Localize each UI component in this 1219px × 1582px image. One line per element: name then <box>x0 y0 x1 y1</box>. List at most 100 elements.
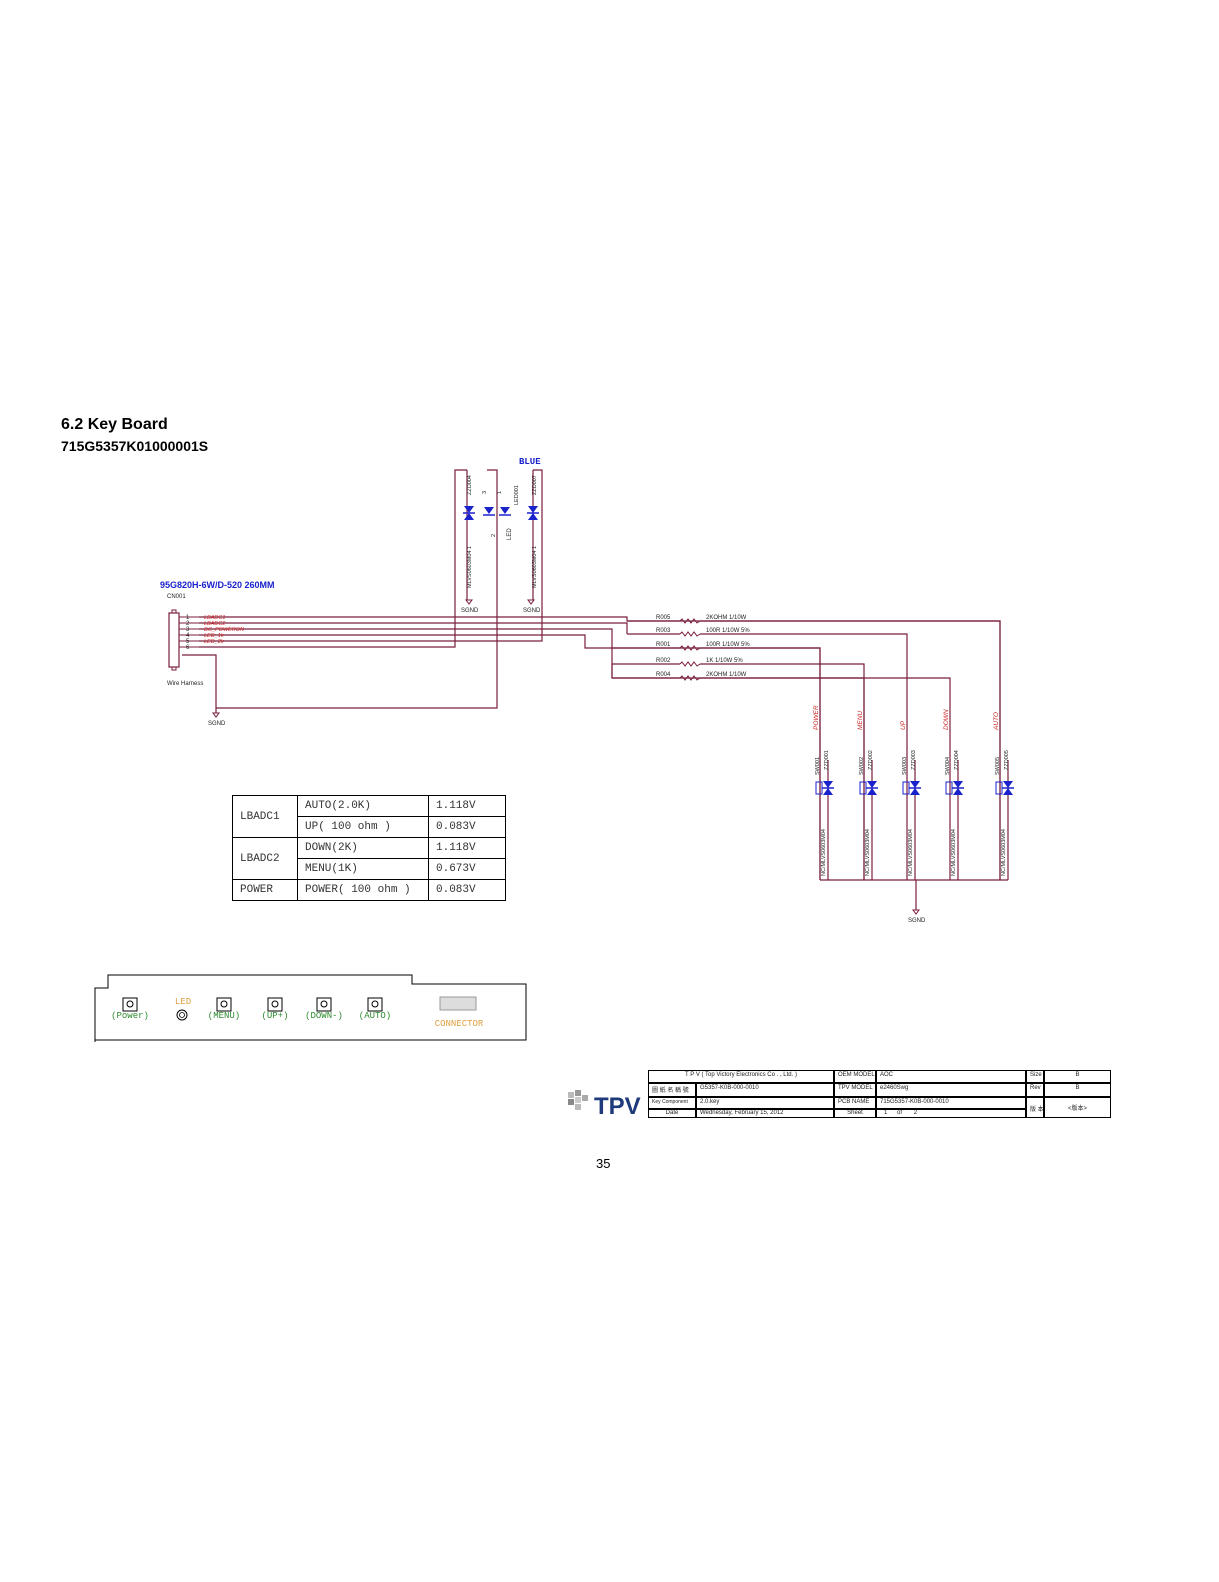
date-value: Wednesday, February 15, 2012 <box>696 1109 834 1118</box>
harness-label: Wire Harness <box>167 681 203 687</box>
resistor-value: 2KOHM 1/10W <box>706 672 747 678</box>
rev-value: B <box>1044 1083 1111 1097</box>
cable-label: 95G820H-6W/D-520 260MM <box>160 580 275 590</box>
wire-lbadc1-b <box>199 622 628 634</box>
led001-ref: LED001 <box>514 485 520 505</box>
pcb-name: 715G5357-K0B-000-0010 <box>876 1097 1026 1109</box>
zd004-ref: ZZD004 <box>467 475 473 495</box>
wire-led-common <box>216 522 498 709</box>
resistor-wire-out <box>700 677 951 880</box>
zd004-part: MLVS0603M04 1 <box>467 546 473 588</box>
ground-label: SGND <box>208 721 226 727</box>
part-number: 715G5357K01000001S <box>61 438 209 454</box>
wire-led2 <box>199 469 467 648</box>
ground-label: SGND <box>523 608 541 614</box>
ground-label: SGND <box>461 608 479 614</box>
zd007-part: MLVS0603M04 1 <box>532 546 538 588</box>
rev-label: Rev <box>1026 1083 1044 1097</box>
resistor-ref: R005 <box>656 615 671 621</box>
pin-number: 5 <box>186 639 190 645</box>
voltage-key: POWER( 100 ohm ) <box>297 879 429 901</box>
wire-layer <box>179 469 1009 910</box>
zd004-lower <box>464 513 474 520</box>
net-label: DC_POWERON <box>204 627 244 633</box>
key-file: 2.0.key <box>696 1097 834 1109</box>
sw-ref: SW005 <box>995 757 1001 775</box>
zd-up-lower <box>910 788 920 795</box>
section-title: 6.2 Key Board <box>61 416 168 433</box>
voltage-row: MENU(1K)0.673V <box>233 858 506 880</box>
key-component-label: Key Component <box>648 1097 696 1109</box>
voltage-value: 1.118V <box>428 795 506 817</box>
switch-menu <box>859 781 867 795</box>
resistor-symbol <box>679 618 701 624</box>
pin-number: 3 <box>186 627 190 633</box>
resistor-ref: R002 <box>656 658 671 664</box>
board-button-dot <box>271 1000 279 1008</box>
resistor-value: 100R 1/10W 5% <box>706 628 750 634</box>
resistor-symbol <box>679 675 701 681</box>
board-button <box>122 997 138 1012</box>
wire-led-pins <box>487 469 498 522</box>
zd-up-upper <box>910 781 920 788</box>
zd-part: NC/MLVS0603M04 <box>1001 829 1007 876</box>
sw-ref: SW003 <box>902 757 908 775</box>
pin-number: 6 <box>186 645 190 651</box>
voltage-key: AUTO(2.0K) <box>297 795 429 817</box>
voltage-value: 0.083V <box>428 879 506 901</box>
led001-label: LED <box>507 528 513 540</box>
voltage-key: MENU(1K) <box>297 858 429 880</box>
board-button-label: (MENU) <box>208 1011 240 1021</box>
voltage-key: DOWN(2K) <box>297 837 429 859</box>
net-label: LBADC2 <box>204 621 225 627</box>
net-label: LBADC1 <box>204 615 225 621</box>
zd-auto-upper <box>1003 781 1013 788</box>
zd007-upper <box>528 506 538 513</box>
tpv-model: e2460Swg <box>876 1083 1026 1097</box>
led001-pin: 1 <box>497 491 503 494</box>
key-label-auto: AUTO <box>993 712 1000 731</box>
voltage-value: 1.118V <box>428 837 506 859</box>
voltage-group: POWER <box>232 879 298 901</box>
zd-ref: ZZD005 <box>1004 750 1010 770</box>
ground-symbol <box>912 909 920 915</box>
oem-model-label: OEM MODEL <box>834 1070 876 1083</box>
board-button-label: (Power) <box>111 1011 149 1021</box>
pcb-name-label: PCB NAME <box>834 1097 876 1109</box>
net-label: LED_2k <box>204 639 224 645</box>
zd-ref: ZZD002 <box>868 750 874 770</box>
drawing-number: G5357-K0B-000-0010 <box>696 1083 834 1097</box>
connector-tab-top <box>171 609 177 614</box>
board-button-dot <box>371 1000 379 1008</box>
board-button-label: (DOWN-) <box>305 1011 343 1021</box>
zd-down-lower <box>953 788 963 795</box>
zd-ref: ZZD003 <box>911 750 917 770</box>
tpv-logo-mark <box>568 1090 588 1110</box>
resistor-symbol <box>679 661 701 667</box>
tpv-logo-text: TPV <box>594 1093 641 1120</box>
ground-symbol <box>527 599 535 605</box>
note-label: 版 本 <box>1026 1097 1044 1118</box>
board-led-label: LED <box>175 997 191 1007</box>
net-label: LED_1k <box>204 633 224 639</box>
zd-ref: ZZD001 <box>824 750 830 770</box>
connector-cn001 <box>168 612 180 668</box>
resistor-wire-out <box>700 647 821 880</box>
ground-symbol <box>465 599 473 605</box>
pin-number: 1 <box>186 615 190 621</box>
zd-menu-lower <box>867 788 877 795</box>
switch-auto <box>995 781 1003 795</box>
led001-pin: 2 <box>491 534 497 537</box>
zd-auto-lower <box>1003 788 1013 795</box>
zd-part: NC/MLVS0603M04 <box>821 829 827 876</box>
sheet-label: Sheet <box>834 1109 876 1118</box>
sw-ref: SW002 <box>859 757 865 775</box>
ground-symbol <box>212 712 220 718</box>
board-button-dot <box>220 1000 228 1008</box>
key-board-outline: (Power)(MENU)(UP+)(DOWN-)(AUTO)LEDCONNEC… <box>94 974 527 1042</box>
key-label-up: UP <box>900 720 907 730</box>
